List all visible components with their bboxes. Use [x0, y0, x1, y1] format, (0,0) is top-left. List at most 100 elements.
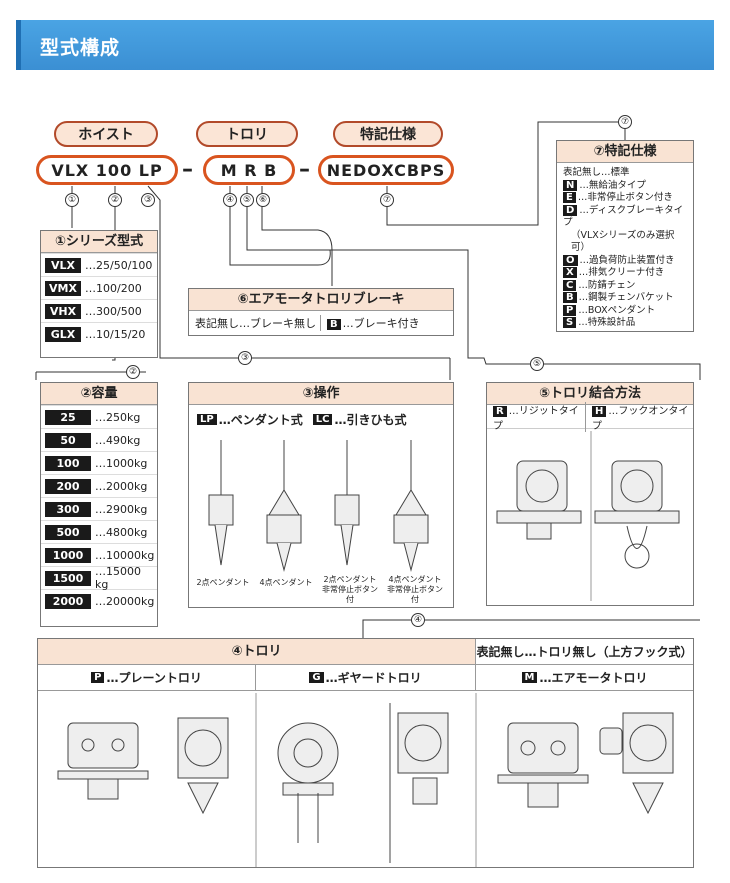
- separator-dash-1: –: [182, 157, 193, 182]
- marker-4: ④: [223, 193, 237, 207]
- capacity-box: ②容量 25…250kg 50…490kg 100…1000kg 200…200…: [40, 382, 158, 627]
- special-tag: B: [563, 292, 577, 303]
- capacity-tag: 200: [45, 478, 91, 494]
- trolley-code: M R B: [203, 155, 295, 185]
- trolley-g-tag: G: [309, 672, 324, 683]
- special-tag: O: [563, 254, 578, 266]
- series-text: …300/500: [85, 304, 142, 318]
- page-title: 型式構成: [40, 37, 121, 59]
- pendant-caption-1: 2点ペンダント: [196, 578, 250, 587]
- line-marker-7: ⑦: [618, 115, 632, 129]
- special-spec-box: ⑦特記仕様 表記無し…標準 N…無給油タイプ E…非常停止ボタン付き D…ディス…: [556, 140, 694, 332]
- pendant-illustrations: [208, 440, 429, 572]
- capacity-tag: 300: [45, 501, 91, 517]
- capacity-row: 50…490kg: [41, 428, 157, 451]
- special-tag: C: [563, 279, 577, 291]
- line-marker-4: ④: [411, 613, 425, 627]
- series-box: ①シリーズ型式 VLX…25/50/100 VMX…100/200 VHX…30…: [40, 230, 158, 358]
- capacity-tag: 25: [45, 409, 91, 425]
- special-item: X…排気クリーナ付き: [563, 267, 687, 280]
- special-text: …BOXペンダント: [578, 304, 656, 316]
- trolley-m-tag: M: [521, 672, 538, 683]
- lp-tag: LP: [197, 414, 217, 425]
- coupling-r-tag: R: [493, 405, 507, 417]
- series-tag: GLX: [45, 326, 81, 342]
- trolley-g: G…ギヤードトロリ: [256, 665, 476, 690]
- marker-7: ⑦: [380, 193, 394, 207]
- special-item: （VLXシリーズのみ選択可）: [563, 230, 687, 255]
- special-spec-label: 特記仕様: [333, 121, 443, 147]
- special-text: …特殊設計品: [578, 317, 636, 328]
- coupling-title: ⑤トロリ結合方法: [487, 383, 693, 405]
- special-standard: 表記無し…標準: [563, 167, 630, 178]
- capacity-text: …2900kg: [95, 502, 148, 516]
- series-tag: VLX: [45, 257, 81, 273]
- lp-text: …ペンダント式: [218, 413, 303, 427]
- trolley-m-text: …エアモータトロリ: [539, 671, 648, 685]
- special-text: …過負荷防止装置付き: [579, 254, 675, 266]
- capacity-row: 100…1000kg: [41, 451, 157, 474]
- capacity-row: 2000…20000kg: [41, 589, 157, 612]
- section-header-bar: [16, 20, 714, 70]
- series-row: VLX …25/50/100: [41, 253, 157, 276]
- coupling-h-tag: H: [592, 405, 607, 417]
- coupling-box: ⑤トロリ結合方法 R…リジットタイプ H…フックオンタイプ: [486, 382, 694, 606]
- special-list: 表記無し…標準 N…無給油タイプ E…非常停止ボタン付き D…ディスクブレーキタ…: [557, 163, 693, 334]
- special-code: NEDOXCBPS: [318, 155, 454, 185]
- capacity-text: …4800kg: [95, 525, 148, 539]
- capacity-text: …2000kg: [95, 479, 148, 493]
- special-item: N…無給油タイプ: [563, 179, 687, 193]
- separator-dash-2: –: [299, 157, 310, 182]
- capacity-row: 200 …2000kg: [41, 474, 157, 497]
- line-marker-3: ③: [238, 351, 252, 365]
- special-item: D…ディスクブレーキタイプ: [563, 204, 687, 230]
- special-text: …鋼製チェンバケット: [578, 292, 674, 303]
- capacity-tag: 50: [45, 432, 91, 448]
- coupling-r-text: …リジットタイプ: [493, 405, 579, 432]
- special-item: S…特殊設計品: [563, 317, 687, 330]
- operation-options: LP…ペンダント式 LC…引きひも式: [189, 405, 453, 434]
- lc-tag: LC: [312, 414, 333, 425]
- series-tag: VMX: [45, 280, 81, 296]
- lc-text: …引きひも式: [334, 413, 407, 427]
- trolley-illustrations: [57, 693, 674, 867]
- capacity-row: 500…4800kg: [41, 520, 157, 543]
- coupling-illustrations: [496, 431, 680, 601]
- pendant-caption-2: 4点ペンダント: [259, 578, 313, 587]
- operation-title: ③操作: [189, 383, 453, 405]
- trolley-header-row: ④トロリ 表記無し…トロリ無し（上方フック式）: [38, 639, 693, 665]
- line-marker-5: ⑤: [530, 357, 544, 371]
- brake-none: 表記無し…ブレーキ無し: [189, 315, 321, 331]
- capacity-row: 25 …250kg: [41, 405, 157, 428]
- capacity-text: …250kg: [95, 410, 141, 424]
- series-text: …25/50/100: [85, 258, 153, 272]
- trolley-p-tag: P: [91, 672, 105, 683]
- marker-6: ⑥: [256, 193, 270, 207]
- pendant-caption-3: 2点ペンダント 非常停止ボタン付: [322, 575, 378, 604]
- brake-b-tag: B: [327, 319, 341, 330]
- coupling-options: R…リジットタイプ H…フックオンタイプ: [487, 401, 693, 432]
- capacity-tag: 100: [45, 455, 91, 471]
- coupling-h: H…フックオンタイプ: [586, 402, 693, 432]
- special-text: …ディスクブレーキタイプ: [563, 204, 684, 229]
- marker-1: ①: [65, 193, 79, 207]
- special-tag: P: [563, 304, 577, 316]
- special-text: …無給油タイプ: [579, 179, 646, 191]
- special-title: ⑦特記仕様: [557, 141, 693, 163]
- series-row: VMX …100/200: [41, 276, 157, 299]
- coupling-h-text: …フックオンタイプ: [592, 405, 689, 432]
- special-item: O…過負荷防止装置付き: [563, 254, 687, 268]
- capacity-text: …15000 kg: [95, 565, 141, 591]
- operation-box: ③操作 LP…ペンダント式 LC…引きひも式 2点ペンダント 4点ペンダント 2…: [188, 382, 454, 608]
- trolley-box: ④トロリ 表記無し…トロリ無し（上方フック式） P…プレーントロリ G…ギヤード…: [37, 638, 694, 868]
- trolley-options-row: P…プレーントロリ G…ギヤードトロリ M…エアモータトロリ: [38, 665, 693, 691]
- series-row: GLX …10/15/20: [41, 322, 157, 345]
- series-text: …100/200: [85, 281, 142, 295]
- series-text: …10/15/20: [85, 327, 146, 341]
- special-item: B…鋼製チェンバケット: [563, 292, 687, 305]
- marker-5: ⑤: [240, 193, 254, 207]
- capacity-tag: 1500: [45, 570, 91, 586]
- capacity-row: 1000…10000kg: [41, 543, 157, 566]
- trolley-g-text: …ギヤードトロリ: [325, 671, 422, 685]
- pendant-caption-4: 4点ペンダント 非常停止ボタン付: [387, 575, 443, 604]
